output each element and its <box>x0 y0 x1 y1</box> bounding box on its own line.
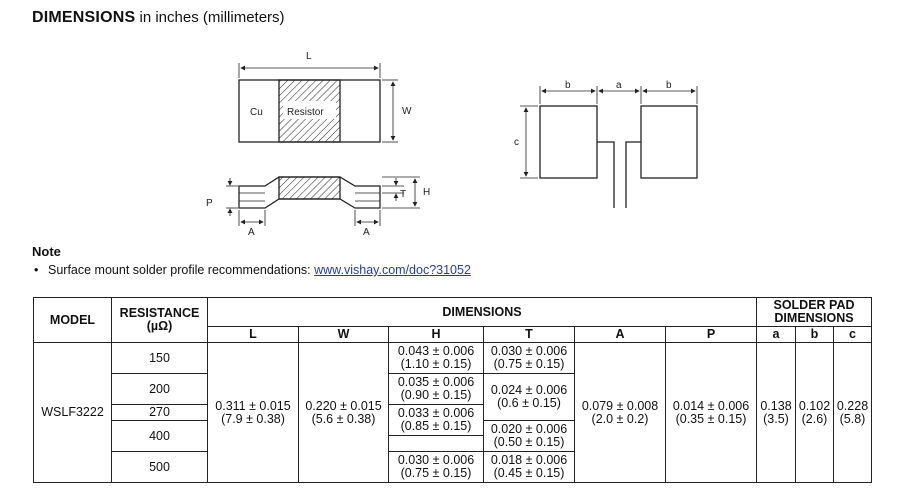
label-t: T <box>400 189 406 200</box>
header-col-p: P <box>665 326 757 343</box>
header-col-h: H <box>388 326 484 343</box>
dimension-drawing: Cu Resistor L W P A A <box>206 51 698 238</box>
label-p: P <box>206 198 213 209</box>
cell-model: WSLF3222 <box>33 342 112 483</box>
pad-layout-drawing: b a b c <box>514 80 698 208</box>
top-view-drawing: Cu Resistor L W <box>238 51 412 143</box>
cell-l: 0.311 ± 0.015(7.9 ± 0.38) <box>207 342 299 483</box>
cell-resistance: 270 <box>111 404 208 421</box>
note-text: Surface mount solder profile recommendat… <box>48 263 315 277</box>
header-col-pad-c: c <box>833 326 872 343</box>
header-col-a: A <box>574 326 666 343</box>
label-l: L <box>306 51 312 62</box>
header-col-l: L <box>207 326 299 343</box>
cell-resistance: 500 <box>111 451 208 483</box>
cell-h: 0.043 ± 0.006(1.10 ± 0.15) <box>388 342 484 374</box>
cell-p: 0.014 ± 0.006(0.35 ± 0.15) <box>665 342 757 483</box>
header-col-pad-b: b <box>795 326 834 343</box>
bullet-glyph: • <box>34 263 39 277</box>
cell-h: 0.033 ± 0.006(0.85 ± 0.15) <box>388 404 484 436</box>
label-cu: Cu <box>250 107 263 118</box>
cell-t: 0.020 ± 0.006(0.50 ± 0.15) <box>483 420 575 452</box>
dimensions-table: MODEL RESISTANCE(µΩ) DIMENSIONS SOLDER P… <box>33 297 872 483</box>
label-a-right: A <box>363 227 370 238</box>
label-resistor: Resistor <box>287 107 324 118</box>
label-c: c <box>514 137 519 148</box>
label-h: H <box>423 187 430 198</box>
label-b-right: b <box>666 80 672 91</box>
cell-h: 0.035 ± 0.006(0.90 ± 0.15) <box>388 373 484 405</box>
cell-a: 0.079 ± 0.008(2.0 ± 0.2) <box>574 342 666 483</box>
header-resistance: RESISTANCE(µΩ) <box>111 297 208 343</box>
side-view-drawing: P A A T H <box>206 176 430 238</box>
note-bullet-item: • Surface mount solder profile recommenda… <box>34 263 471 277</box>
note-title: Note <box>32 244 61 259</box>
cell-t: 0.030 ± 0.006(0.75 ± 0.15) <box>483 342 575 374</box>
cell-h: 0.030 ± 0.006(0.75 ± 0.15) <box>388 451 484 483</box>
label-a-left: A <box>248 227 255 238</box>
label-w: W <box>402 106 412 117</box>
cell-pad-c: 0.228(5.8) <box>833 342 872 483</box>
page-title: DIMENSIONS in inches (millimeters) <box>32 9 285 26</box>
header-model: MODEL <box>33 297 112 343</box>
header-col-w: W <box>298 326 389 343</box>
cell-w: 0.220 ± 0.015(5.6 ± 0.38) <box>298 342 389 483</box>
header-col-t: T <box>483 326 575 343</box>
header-dimensions: DIMENSIONS <box>207 297 757 327</box>
cell-pad-a: 0.138(3.5) <box>756 342 796 483</box>
label-b-left: b <box>565 80 571 91</box>
cell-pad-b: 0.102(2.6) <box>795 342 834 483</box>
cell-resistance: 150 <box>111 342 208 374</box>
cell-resistance: 200 <box>111 373 208 405</box>
header-col-pad-a: a <box>756 326 796 343</box>
cell-t: 0.018 ± 0.006(0.45 ± 0.15) <box>483 451 575 483</box>
label-a-pad: a <box>616 80 622 91</box>
cell-resistance: 400 <box>111 420 208 452</box>
vishay-doc-link[interactable]: www.vishay.com/doc?31052 <box>314 263 471 277</box>
cell-t: 0.024 ± 0.006(0.6 ± 0.15) <box>483 373 575 421</box>
